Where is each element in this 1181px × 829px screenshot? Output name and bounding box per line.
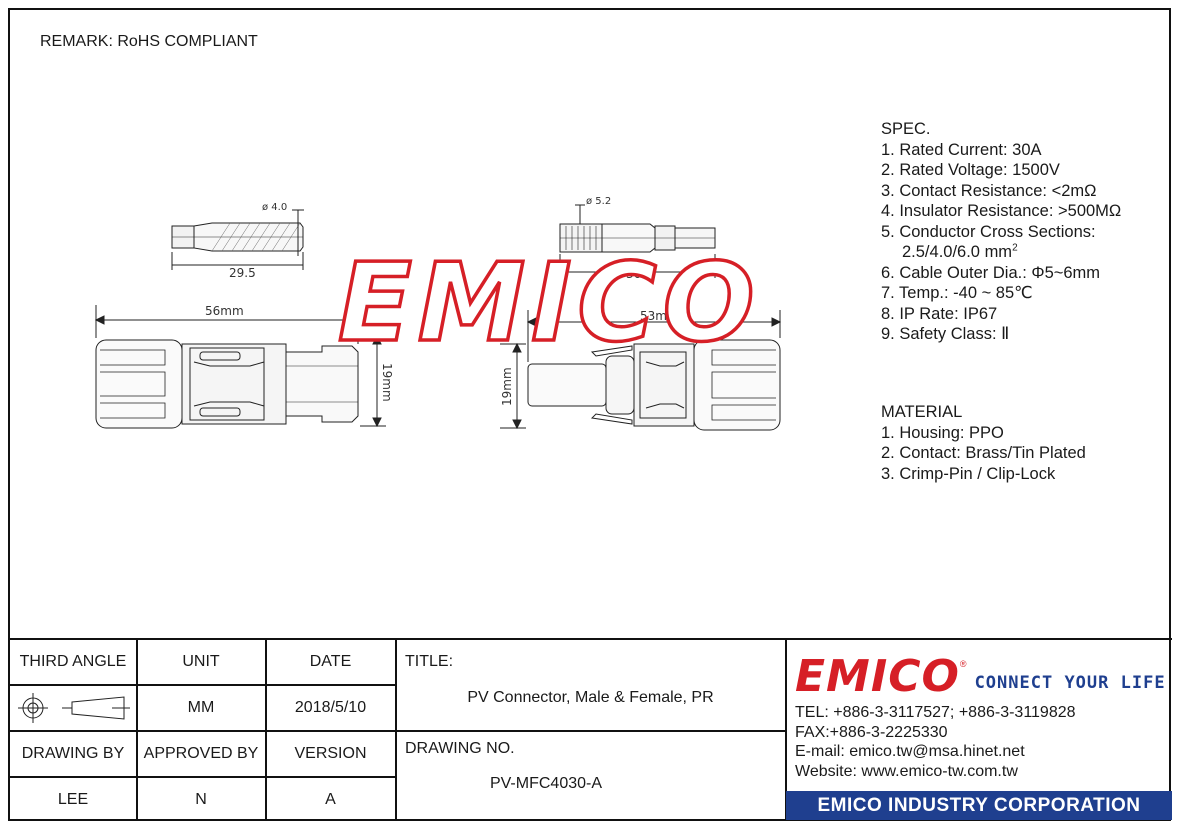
male-connector-drawing <box>94 305 386 429</box>
spec-item: 1. Rated Current: 30A <box>881 140 1042 159</box>
material-item: 3. Crimp-Pin / Clip-Lock <box>881 464 1056 483</box>
company-slogan: CONNECT YOUR LIFE <box>974 673 1166 693</box>
spec-item: 2. Rated Voltage: 1500V <box>881 161 1060 179</box>
tb-line <box>9 776 395 778</box>
male-length-label: 56mm <box>205 304 244 318</box>
emico-watermark: EMICO <box>338 241 761 366</box>
spec-section: SPEC. 1. Rated Current: 30A 2. Rated Vol… <box>881 119 1121 345</box>
company-name-banner: EMICO INDUSTRY CORPORATION <box>786 791 1172 820</box>
material-item: 1. Housing: PPO <box>881 423 1004 442</box>
unit-label: UNIT <box>182 652 220 670</box>
superscript: 2 <box>1012 242 1018 254</box>
material-heading: MATERIAL <box>881 403 963 421</box>
tb-line <box>785 638 787 821</box>
drawing-no-label: DRAWING NO. <box>405 740 515 757</box>
date-label: DATE <box>309 652 352 670</box>
socket-length-label: 36.0 <box>626 267 653 281</box>
company-logo-row: EMICO ® CONNECT YOUR LIFE <box>795 651 1166 702</box>
date-value: 2018/5/10 <box>294 699 367 716</box>
pin-diameter-label: ø 4.0 <box>262 202 287 213</box>
male-pin-drawing <box>171 209 304 270</box>
tel-text: TEL: +886-3-3117527; +886-3-3119828 <box>795 704 1076 721</box>
spec-heading: SPEC. <box>881 120 931 138</box>
female-socket-drawing <box>559 204 716 278</box>
spec-item: 5. Conductor Cross Sections: <box>881 222 1096 241</box>
tb-line <box>9 684 395 686</box>
spec-item: 7. Temp.: -40 ~ 85℃ <box>881 284 1033 302</box>
female-height-label: 19mm <box>500 367 514 406</box>
fax-text: FAX:+886-3-2225330 <box>795 723 948 741</box>
socket-diameter-label: ø 5.2 <box>586 196 611 207</box>
remark-text: REMARK: RoHS COMPLIANT <box>40 33 258 50</box>
drawing-by-value: LEE <box>57 790 89 808</box>
website-text: Website: www.emico-tw.com.tw <box>795 762 1018 780</box>
emico-logo: EMICO <box>795 651 960 702</box>
female-connector-drawing <box>500 310 782 431</box>
pin-length-label: 29.5 <box>229 266 256 280</box>
spec-item-cross-sections: 2.5/4.0/6.0 mm2 <box>881 242 1121 263</box>
tb-line <box>265 638 267 821</box>
spec-item: 9. Safety Class: Ⅱ <box>881 325 1010 343</box>
male-height-label: 19mm <box>380 363 394 402</box>
drawing-no-value: PV-MFC4030-A <box>489 775 603 792</box>
third-angle-symbol <box>18 693 130 723</box>
approved-by-value: N <box>195 790 207 808</box>
email-text: E-mail: emico.tw@msa.hinet.net <box>795 743 1025 760</box>
unit-value: MM <box>187 699 215 716</box>
tb-top-line <box>9 638 1172 640</box>
approved-by-label: APPROVED BY <box>143 745 259 762</box>
version-value: A <box>325 790 336 808</box>
spec-item: 8. IP Rate: IP67 <box>881 304 998 323</box>
female-length-label: 53mm <box>640 309 679 323</box>
tb-line <box>9 730 785 732</box>
third-angle-label: THIRD ANGLE <box>19 652 127 670</box>
title-value: PV Connector, Male & Female, PR <box>467 689 714 706</box>
tb-line <box>136 638 138 821</box>
registered-mark: ® <box>959 659 967 669</box>
spec-item: 4. Insulator Resistance: >500MΩ <box>881 202 1122 220</box>
material-section: MATERIAL 1. Housing: PPO 2. Contact: Bra… <box>881 402 1086 484</box>
drawing-by-label: DRAWING BY <box>21 745 125 762</box>
material-item: 2. Contact: Brass/Tin Plated <box>881 444 1086 462</box>
version-label: VERSION <box>294 745 367 762</box>
spec-item: 2.5/4.0/6.0 mm <box>902 243 1013 261</box>
tb-line <box>395 638 397 821</box>
spec-item: 6. Cable Outer Dia.: Φ5~6mm <box>881 263 1101 282</box>
title-label: TITLE: <box>405 652 454 670</box>
contact-info: TEL: +886-3-3117527; +886-3-3119828 FAX:… <box>795 703 1076 781</box>
drawing-frame <box>8 8 1171 821</box>
spec-item: 3. Contact Resistance: <2mΩ <box>881 181 1097 200</box>
